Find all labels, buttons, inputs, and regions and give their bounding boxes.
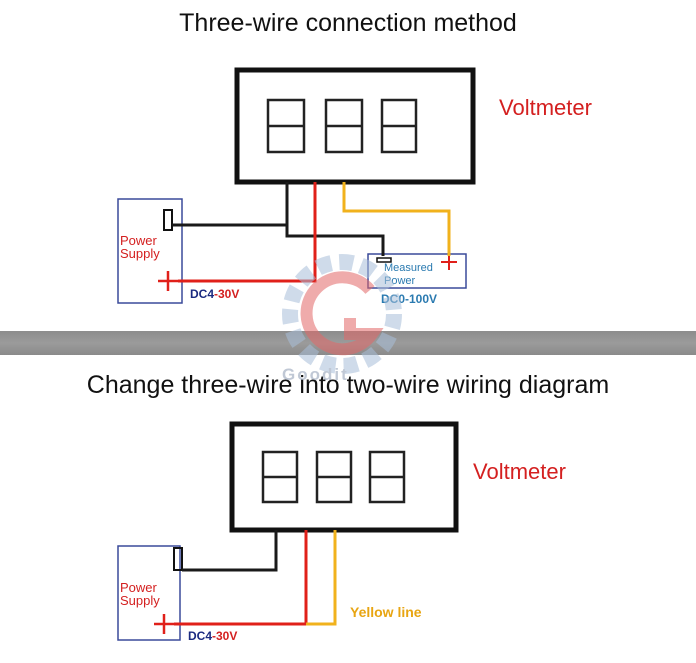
yellow-line-label: Yellow line: [350, 604, 422, 620]
top-yellow-wire: [342, 182, 451, 256]
bottom-supply-voltage: DC4-30V: [188, 629, 237, 643]
top-voltmeter-label: Voltmeter: [499, 95, 592, 120]
watermark-g-icon: [300, 271, 384, 356]
bottom-supply-negative-terminal: [173, 547, 183, 571]
top-title: Three-wire connection method: [179, 9, 517, 37]
bottom-voltmeter-label: Voltmeter: [473, 459, 566, 484]
watermark-logo: Goodit: [282, 254, 402, 384]
top-supply-negative-terminal: [163, 209, 173, 231]
top-black-wire-measured: [285, 225, 385, 256]
bottom-supply-positive-terminal: [154, 614, 174, 634]
top-black-wire-supply: [172, 182, 289, 227]
bottom-digit-3: [368, 450, 406, 504]
bottom-digit-2: [315, 450, 353, 504]
top-power-label-line2: Supply: [120, 246, 160, 261]
bottom-power-label-line1: Power: [120, 580, 158, 595]
top-supply-voltage: DC4-30V: [190, 287, 239, 301]
watermark-gear-icon: [282, 254, 402, 374]
bottom-power-label-line2: Supply: [120, 593, 160, 608]
bottom-diagram: Voltmeter Power Supply DC4-30V Yellow li…: [117, 421, 566, 643]
bottom-red-wire: [174, 530, 308, 626]
top-power-label-line1: Power: [120, 233, 158, 248]
top-digit-1: [266, 98, 306, 154]
top-diagram: Voltmeter Power Supply DC4-30V Measured …: [117, 67, 592, 306]
bottom-black-wire: [182, 530, 278, 572]
bottom-title: Change three-wire into two-wire wiring d…: [86, 371, 610, 399]
top-digit-3: [380, 98, 418, 154]
watermark-text: Goodit: [282, 365, 349, 384]
top-digit-2: [324, 98, 364, 154]
top-display-digits: [266, 98, 418, 154]
bottom-digit-1: [261, 450, 299, 504]
top-measured-positive-terminal: [441, 254, 457, 270]
top-measured-label-line1: Measured: [384, 262, 433, 274]
top-voltmeter-body: [234, 67, 476, 185]
bottom-yellow-wire: [306, 530, 337, 626]
top-measured-negative-terminal: [376, 257, 392, 263]
top-supply-positive-terminal: [158, 271, 178, 291]
bottom-display-digits: [261, 450, 406, 504]
top-red-wire: [178, 182, 317, 283]
